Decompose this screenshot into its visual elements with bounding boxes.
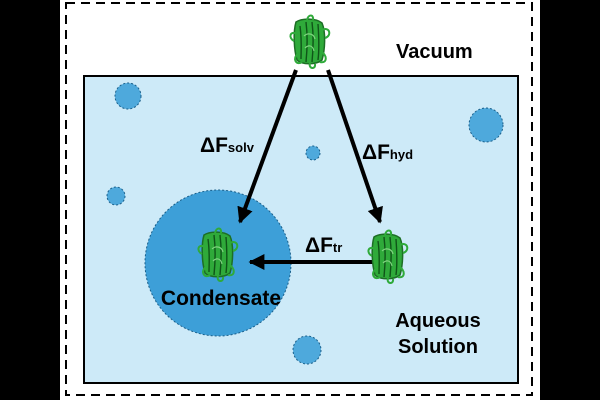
vacuum-label: Vacuum (396, 41, 473, 63)
transfer-label-subscript: tr (333, 240, 342, 255)
aqueous-label-line2: Solution (398, 336, 478, 358)
droplet (292, 335, 322, 365)
condensate-label: Condensate (161, 287, 281, 310)
protein-vacuum-icon (289, 14, 331, 70)
vacuum-boundary (65, 2, 533, 396)
droplet (468, 107, 504, 143)
hydration-label-subscript: hyd (390, 147, 413, 162)
solvation-label: ΔFsolv (200, 134, 255, 157)
droplet (305, 145, 321, 161)
solvation-label-main: ΔF (200, 134, 228, 157)
cycle-diagram: Vacuum ΔFsolv ΔFhyd ΔFtr Condensate Aque… (65, 2, 533, 396)
hydration-label-main: ΔF (362, 141, 390, 164)
solvation-label-subscript: solv (228, 140, 255, 155)
droplet (114, 82, 142, 110)
transfer-label-main: ΔF (305, 234, 333, 257)
hydration-label: ΔFhyd (362, 141, 413, 164)
solvation-arrow (237, 69, 298, 224)
droplet (106, 186, 126, 206)
thermodynamic-cycle-figure: Vacuum ΔFsolv ΔFhyd ΔFtr Condensate Aque… (60, 0, 540, 400)
hydration-arrow (326, 69, 383, 224)
transfer-label: ΔFtr (305, 234, 342, 257)
aqueous-label-line1: Aqueous (395, 310, 481, 332)
